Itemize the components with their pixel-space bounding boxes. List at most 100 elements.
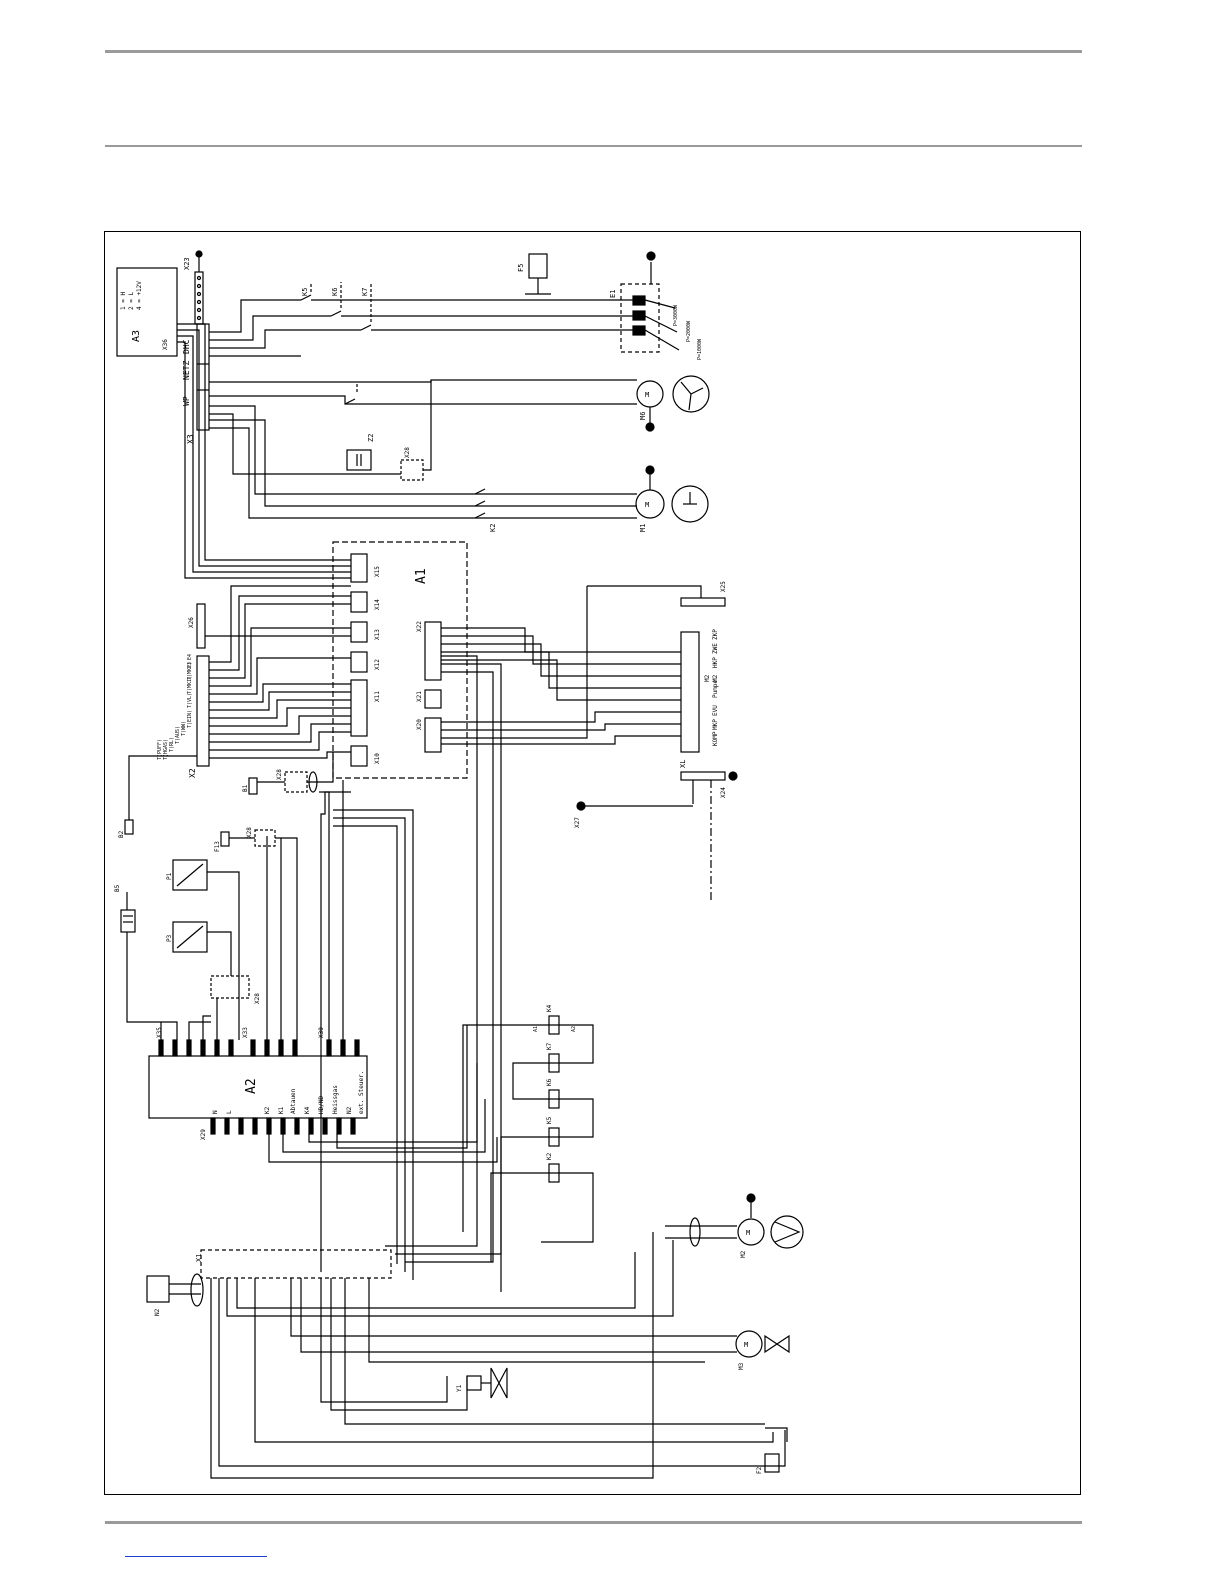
a3-line-2: 2 = L xyxy=(128,292,135,310)
label-x28-b1: X28 xyxy=(276,769,283,780)
svg-text:T(EIN): T(EIN) xyxy=(187,710,193,728)
a3-module xyxy=(116,267,178,357)
label-z2: Z2 xyxy=(367,434,375,442)
label-p1: P1 xyxy=(166,872,173,880)
label-x1: X1 xyxy=(195,1254,203,1262)
svg-text:T(HGAS): T(HGAS) xyxy=(163,739,169,760)
x24-terminal-strip xyxy=(680,771,738,900)
label-x28-bottom: X28 xyxy=(254,993,261,1004)
label-x33: X33 xyxy=(242,1027,249,1038)
label-k2-top: K2 xyxy=(489,524,497,532)
a1-left-connectors xyxy=(350,553,368,767)
svg-text:ext. Steuer.: ext. Steuer. xyxy=(358,1071,365,1114)
svg-text:KOMP: KOMP xyxy=(712,731,719,746)
label-netz: NETZ xyxy=(182,361,191,380)
label-x11: X11 xyxy=(374,691,381,702)
label-x14: X14 xyxy=(374,599,381,610)
label-m3: M3 xyxy=(738,1362,745,1370)
label-k7-relay: K7 xyxy=(546,1042,553,1050)
svg-text:N: N xyxy=(212,1110,219,1114)
label-x22: X22 xyxy=(416,621,423,632)
a2-controller xyxy=(148,1055,368,1119)
svg-text:E3: E3 xyxy=(187,662,193,668)
svg-text:E4: E4 xyxy=(187,654,193,660)
a2-bottom-connectors xyxy=(210,1117,356,1135)
label-x28-f13: X28 xyxy=(246,827,253,838)
svg-text:K4: K4 xyxy=(304,1106,311,1114)
label-y1: Y1 xyxy=(456,1384,463,1392)
e1-heater xyxy=(525,251,680,353)
svg-text:M: M xyxy=(645,501,649,509)
x25-terminal-strip xyxy=(680,597,726,607)
x28-connector-top xyxy=(400,459,424,481)
label-xl: XL xyxy=(679,760,687,768)
svg-text:M2: M2 xyxy=(712,674,719,682)
x2-terminal-block xyxy=(196,655,210,767)
a2-top-connectors xyxy=(158,1039,360,1057)
label-k2-relay: K2 xyxy=(546,1152,553,1160)
svg-text:N2: N2 xyxy=(346,1106,353,1114)
label-x35: X35 xyxy=(156,1027,163,1038)
b2-sensor xyxy=(124,755,197,835)
x1-terminal-strip xyxy=(200,1249,392,1279)
label-e1-r1: P=3000W xyxy=(673,304,679,326)
label-a1: A1 xyxy=(414,568,429,584)
label-a2: A2 xyxy=(244,1078,259,1094)
svg-text:Pumpe: Pumpe xyxy=(712,680,719,698)
label-b2: B2 xyxy=(118,830,125,838)
relay-bank xyxy=(462,1015,594,1292)
label-x29: X29 xyxy=(200,1129,207,1140)
label-f13: F13 xyxy=(214,841,221,852)
label-n2: N2 xyxy=(154,1308,161,1316)
svg-text:HKP: HKP xyxy=(712,657,719,668)
relay-a2-pin: A2 xyxy=(571,1026,577,1032)
m3-mixer: M xyxy=(705,1330,790,1358)
m6-fan-motor: M xyxy=(636,375,710,432)
a3-line-1: 1 = H xyxy=(120,292,127,310)
z2-capacitor xyxy=(346,449,372,471)
svg-text:M: M xyxy=(744,1341,748,1349)
xl-term-labels: KOMP MKP EVU Pumpe M2 M2 HKP ZWE ZKP xyxy=(704,629,719,746)
x28-connector-bottom xyxy=(210,975,250,999)
label-x23: X23 xyxy=(183,257,191,270)
label-x3: X3 xyxy=(186,434,195,444)
y1-valve xyxy=(466,1367,508,1399)
label-k6-relay: K6 xyxy=(546,1078,553,1086)
svg-text:T(AUS): T(AUS) xyxy=(175,726,181,744)
f13-switch xyxy=(220,829,298,1040)
label-x28-top: X28 xyxy=(404,447,411,458)
svg-text:EVU: EVU xyxy=(712,705,719,716)
label-m1: M1 xyxy=(639,524,647,532)
label-e1: E1 xyxy=(609,290,617,298)
label-x21: X21 xyxy=(416,691,423,702)
x27-earth xyxy=(576,801,693,811)
svg-text:L: L xyxy=(226,1110,233,1114)
label-x25: X25 xyxy=(720,581,727,592)
label-x2: X2 xyxy=(188,768,197,778)
label-k7: K7 xyxy=(361,288,369,296)
svg-text:M2: M2 xyxy=(704,674,711,682)
x23-terminal-strip xyxy=(194,250,204,325)
footer-link-underline xyxy=(125,1556,267,1557)
label-e1-r2: P=2000W xyxy=(686,320,692,342)
svg-text:T(VL): T(VL) xyxy=(187,693,193,708)
label-m6: M6 xyxy=(639,412,647,420)
f2-switch xyxy=(764,1427,788,1473)
a3-line-3: 4 = +12V xyxy=(136,281,143,310)
wiring-diagram: X23 X3 WP NETZ DHC K5 K6 K7 F5 xyxy=(114,250,804,1479)
svg-text:T(MK2): T(MK2) xyxy=(187,662,193,680)
a2-term-labels: N L K2 K1 Abtauen K4 HD/ND Heissgas N2 e… xyxy=(212,1071,365,1114)
label-x15: X15 xyxy=(374,566,381,577)
label-x12: X12 xyxy=(374,659,381,670)
p3-pressure-sensor xyxy=(172,921,232,976)
svg-text:ZKP: ZKP xyxy=(712,629,719,640)
b1-sensor xyxy=(248,771,318,795)
label-x27: X27 xyxy=(574,817,581,828)
header-rule xyxy=(105,50,1082,53)
label-a3: A3 xyxy=(131,330,142,342)
schematic-frame: X23 X3 WP NETZ DHC K5 K6 K7 F5 xyxy=(104,231,1081,1495)
label-f5: F5 xyxy=(517,264,525,272)
label-x26: X26 xyxy=(188,617,195,628)
label-m2: M2 xyxy=(740,1250,747,1258)
label-k5-relay: K5 xyxy=(546,1116,553,1124)
